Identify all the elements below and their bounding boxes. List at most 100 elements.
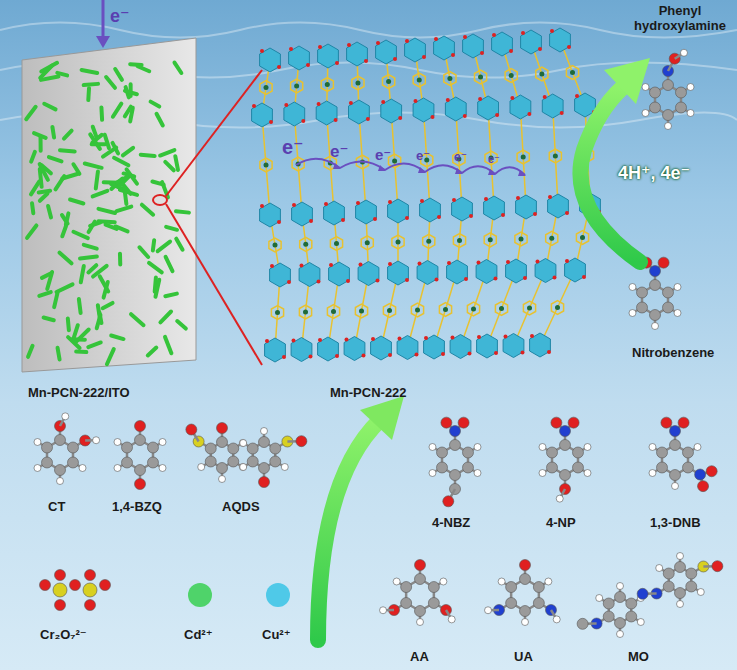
mof-rod bbox=[58, 348, 60, 360]
atom bbox=[159, 439, 166, 446]
mn-center bbox=[273, 243, 278, 248]
mof-rod bbox=[62, 174, 77, 179]
atom bbox=[670, 426, 681, 437]
oxygen-atom bbox=[371, 337, 375, 341]
mof-rod bbox=[76, 330, 88, 342]
oxygen-atom bbox=[356, 201, 360, 205]
atom bbox=[429, 444, 436, 451]
atom bbox=[57, 478, 64, 485]
mof-rod bbox=[160, 312, 171, 323]
oxygen-atom bbox=[469, 214, 473, 218]
mn-center bbox=[303, 242, 308, 247]
mof-rod bbox=[88, 342, 100, 347]
mn-center bbox=[457, 238, 462, 243]
mof-rod bbox=[103, 303, 113, 308]
mof-rod bbox=[125, 91, 137, 94]
oxygen-atom bbox=[567, 45, 571, 49]
atom bbox=[706, 466, 717, 477]
atom bbox=[698, 481, 709, 492]
mof-rod bbox=[115, 69, 122, 80]
label-text: AQDS bbox=[222, 500, 260, 515]
zr-cluster bbox=[503, 334, 524, 358]
atom bbox=[417, 619, 424, 626]
mn-center bbox=[570, 70, 575, 75]
oxygen-atom bbox=[362, 354, 366, 358]
porphyrin-ring bbox=[576, 231, 588, 245]
copper-ion bbox=[266, 583, 290, 607]
atom bbox=[520, 606, 531, 617]
oxygen-atom bbox=[536, 260, 540, 264]
linker-bond bbox=[408, 273, 428, 348]
oxygen-atom bbox=[277, 65, 281, 69]
mn-center bbox=[527, 306, 532, 311]
label-text: AA bbox=[410, 650, 429, 665]
oxygen-atom bbox=[388, 353, 392, 357]
atom bbox=[462, 462, 473, 473]
mof-rod bbox=[64, 131, 72, 139]
zr-cluster bbox=[417, 261, 438, 285]
atom bbox=[448, 616, 455, 623]
mof-rod bbox=[98, 209, 115, 213]
inhibitor-arrowhead bbox=[360, 396, 404, 440]
atom bbox=[498, 578, 505, 585]
zr-cluster bbox=[260, 203, 281, 227]
zr-cluster bbox=[516, 195, 537, 219]
mof-rod bbox=[40, 169, 42, 187]
mof-rod bbox=[124, 187, 126, 204]
atom bbox=[239, 464, 246, 471]
atom bbox=[135, 435, 146, 446]
oxygen-atom bbox=[359, 263, 363, 267]
atom bbox=[259, 477, 270, 488]
atom bbox=[674, 310, 681, 317]
oxygen-atom bbox=[398, 337, 402, 341]
mn-center bbox=[365, 240, 370, 245]
oxygen-atom bbox=[484, 197, 488, 201]
mn-center bbox=[415, 308, 420, 313]
mof-rod bbox=[131, 314, 143, 325]
oxygen-atom bbox=[292, 339, 296, 343]
zr-cluster bbox=[358, 262, 379, 286]
label-text: e⁻ bbox=[110, 6, 130, 27]
atom bbox=[114, 439, 121, 446]
porphyrin-ring bbox=[260, 81, 272, 95]
atom bbox=[55, 600, 66, 611]
atom bbox=[686, 568, 697, 579]
atom bbox=[67, 442, 78, 453]
linker-bond bbox=[262, 115, 270, 215]
zr-cluster bbox=[413, 98, 434, 122]
atom bbox=[186, 424, 197, 435]
atom bbox=[626, 611, 637, 622]
porphyrin-ring bbox=[495, 302, 507, 316]
oxygen-atom bbox=[329, 263, 333, 267]
atom bbox=[205, 443, 216, 454]
atom bbox=[560, 470, 571, 481]
atom bbox=[34, 465, 41, 472]
oxygen-atom bbox=[565, 259, 569, 263]
oxygen-atom bbox=[301, 119, 305, 123]
oxygen-atom bbox=[306, 63, 310, 67]
oxygen-atom bbox=[346, 279, 350, 283]
mn-center bbox=[294, 84, 299, 89]
atom bbox=[474, 444, 481, 451]
porphyrin-ring bbox=[299, 305, 311, 319]
mof-rod bbox=[85, 164, 102, 168]
mof-rod bbox=[76, 350, 86, 354]
mn-center bbox=[325, 82, 330, 87]
atom bbox=[228, 456, 239, 467]
oxygen-atom bbox=[277, 220, 281, 224]
inhibitor-arrow bbox=[318, 420, 380, 640]
atom bbox=[401, 582, 412, 593]
mn-center bbox=[553, 154, 558, 159]
mn-center bbox=[331, 309, 336, 314]
atom bbox=[663, 80, 674, 91]
atom bbox=[615, 592, 626, 603]
oxygen-atom bbox=[434, 37, 438, 41]
oxygen-atom bbox=[381, 100, 385, 104]
atom bbox=[55, 465, 66, 476]
mn-center bbox=[334, 241, 339, 246]
oxygen-atom bbox=[547, 350, 551, 354]
mof-rod bbox=[99, 107, 104, 119]
atom bbox=[572, 462, 583, 473]
atom bbox=[584, 470, 591, 477]
mof-rod bbox=[82, 70, 98, 73]
